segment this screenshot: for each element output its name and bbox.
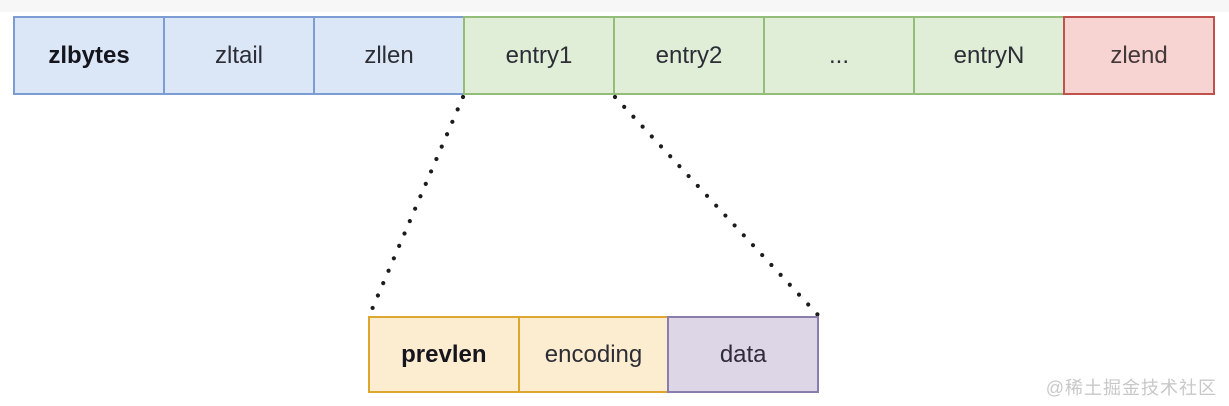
dotted-connector-right <box>612 94 821 318</box>
cell-data: data <box>667 316 820 393</box>
dotted-connector-left <box>367 94 466 317</box>
cell-entry2: entry2 <box>613 16 765 95</box>
cell-entry1: entry1 <box>463 16 615 95</box>
watermark-juejin: @稀土掘金技术社区 <box>1045 378 1217 398</box>
top-edge-strip <box>0 0 1229 12</box>
cell-zlbytes: zlbytes <box>13 16 165 95</box>
entry-detail-row: prevlen encoding data <box>368 316 820 393</box>
cell-zlend: zlend <box>1063 16 1215 95</box>
cell-zltail: zltail <box>163 16 315 95</box>
cell-zllen: zllen <box>313 16 465 95</box>
cell-entryN: entryN <box>913 16 1065 95</box>
cell-entries-ellipsis: ... <box>763 16 915 95</box>
cell-prevlen: prevlen <box>368 316 520 393</box>
ziplist-structure-row: zlbytes zltail zllen entry1 entry2 ... e… <box>13 16 1215 95</box>
cell-encoding: encoding <box>517 316 670 393</box>
